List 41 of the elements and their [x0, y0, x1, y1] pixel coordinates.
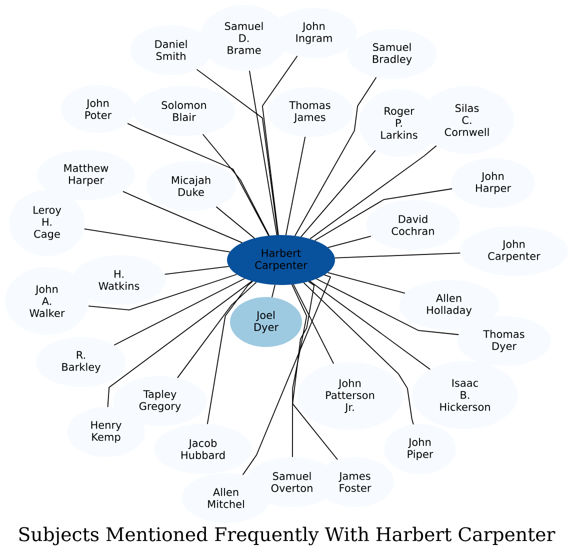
connector-line: [216, 206, 255, 239]
node-label: H. Watkins: [98, 270, 140, 290]
connector-line: [177, 282, 257, 378]
node-label: James Foster: [338, 472, 372, 492]
connector-line: [334, 252, 461, 258]
connector-line: [202, 134, 270, 236]
connector-line: [327, 236, 372, 248]
node-label: Allen Mitchel: [208, 488, 244, 508]
diagram-title: Subjects Mentioned Frequently With Harbert Carpenter: [19, 526, 556, 546]
node-label: Leroy H. Cage: [34, 206, 62, 240]
connector-line: [294, 76, 377, 236]
node-label: Roger P. Larkins: [381, 107, 418, 139]
connector-line: [84, 228, 230, 252]
connector-line: [196, 69, 278, 236]
connector-line: [206, 280, 254, 425]
connector-line: [303, 282, 414, 425]
connector-line: [314, 188, 453, 241]
connector-line: [292, 281, 338, 460]
connector-line: [300, 150, 376, 238]
node-label: Samuel Overton: [271, 472, 312, 492]
connector-line: [285, 136, 306, 236]
connector-line: [316, 278, 460, 336]
connector-line: [242, 274, 331, 476]
connector-line: [249, 70, 278, 236]
connector-line: [114, 278, 246, 346]
connector-line: [327, 272, 406, 294]
connector-line: [122, 191, 243, 244]
node-label: John Ingram: [296, 22, 332, 44]
connector-line: [88, 274, 238, 310]
connector-line: [310, 145, 437, 240]
connector-line: [292, 284, 334, 364]
connector-line: [164, 266, 230, 275]
node-label: Daniel Smith: [155, 40, 187, 60]
node-label: Silas C. Cornwell: [444, 104, 489, 136]
node-label: Samuel D. Brame: [225, 22, 263, 54]
connector-line: [262, 56, 298, 236]
connector-line: [291, 284, 308, 458]
connector-line: [309, 280, 431, 370]
connector-line: [272, 284, 276, 298]
connector-line: [127, 122, 270, 236]
connector-line: [107, 280, 252, 408]
